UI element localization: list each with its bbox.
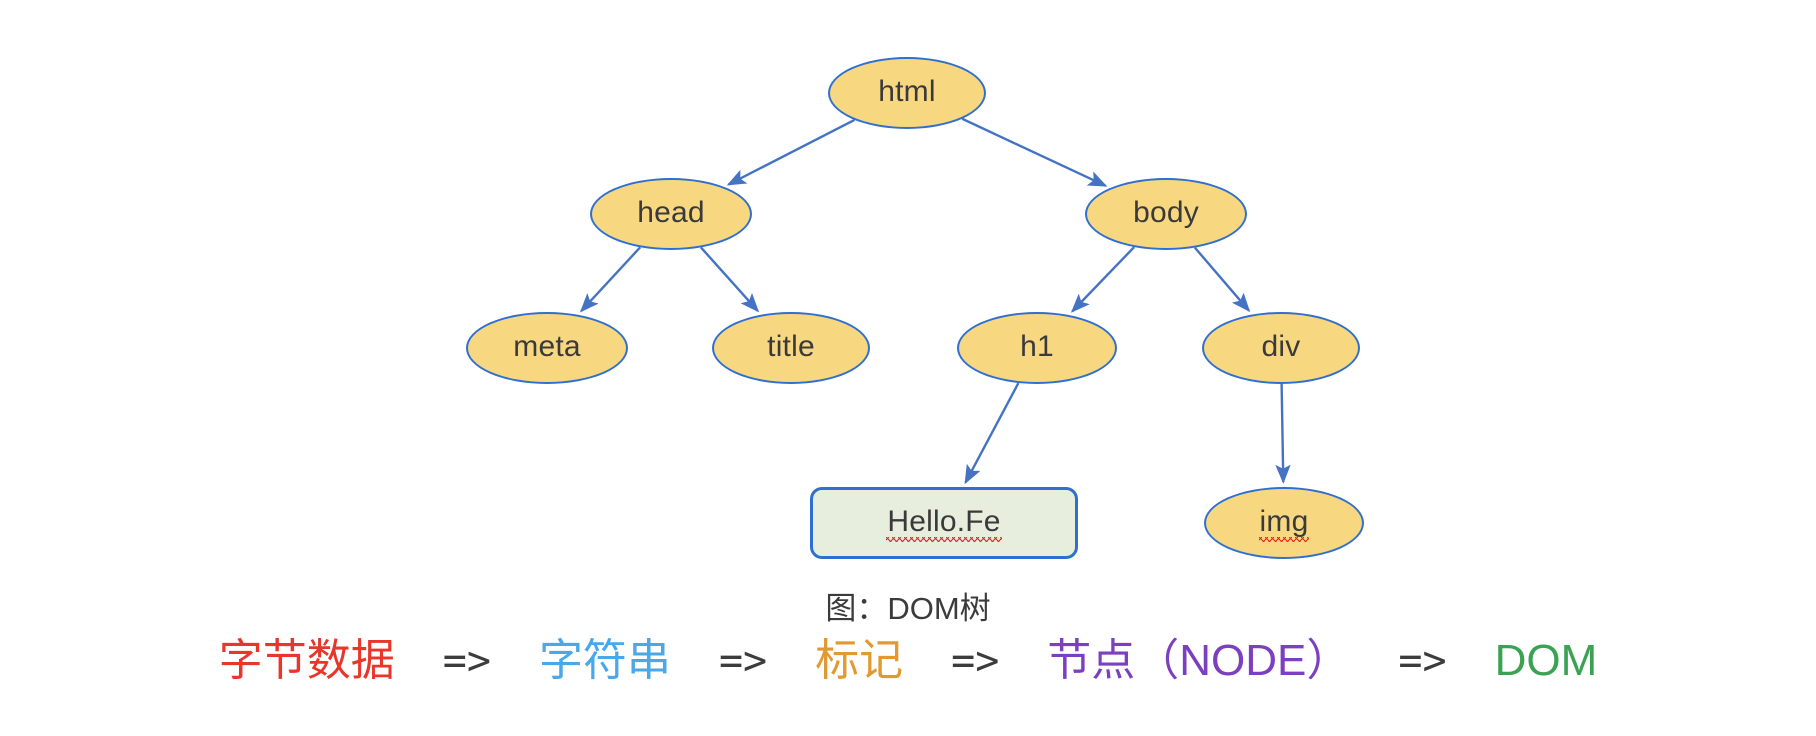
- pipeline-arrow: =>: [951, 638, 1000, 684]
- tree-node-label: html: [878, 74, 936, 108]
- tree-node-label: title: [767, 329, 815, 363]
- tree-node-div: div: [1202, 312, 1360, 384]
- tree-node-label: div: [1261, 329, 1301, 363]
- pipeline-step-2: 字符串: [538, 636, 671, 685]
- pipeline-step-4: 节点（NODE）: [1047, 636, 1351, 685]
- tree-edge-div-to-img: [1275, 383, 1291, 484]
- tree-node-label: h1: [1020, 329, 1054, 363]
- pipeline-step-3: 标记: [815, 636, 904, 685]
- tree-node-img: img: [1204, 487, 1364, 559]
- pipeline-step-1: 字节数据: [218, 636, 395, 685]
- tree-node-text: Hello.Fe: [810, 487, 1078, 559]
- pipeline-arrow: =>: [1398, 638, 1447, 684]
- tree-node-label: head: [637, 195, 705, 229]
- pipeline-arrow: =>: [718, 638, 768, 684]
- tree-edge-html-to-body: [961, 117, 1108, 187]
- tree-node-head: head: [590, 178, 752, 250]
- tree-node-h1: h1: [957, 312, 1117, 384]
- pipeline-row: 字节数据 => 字符串 => 标记 => 节点（NODE） => DOM: [0, 639, 1816, 683]
- tree-edge-body-to-h1: [1070, 246, 1136, 313]
- pipeline-arrow: =>: [442, 638, 491, 684]
- tree-node-body: body: [1085, 178, 1247, 250]
- tree-node-label: img: [1258, 504, 1310, 542]
- tree-edge-h1-to-text: [964, 382, 1020, 485]
- tree-node-html: html: [828, 57, 986, 129]
- pipeline-step-5: DOM: [1494, 636, 1598, 685]
- tree-edge-body-to-div: [1193, 246, 1251, 313]
- tree-edge-html-to-head: [726, 118, 856, 186]
- tree-node-meta: meta: [466, 312, 628, 384]
- tree-edge-head-to-title: [700, 246, 760, 313]
- figure-caption: 图：DOM树: [825, 591, 991, 626]
- tree-edge-head-to-meta: [579, 246, 642, 313]
- tree-node-title: title: [712, 312, 870, 384]
- tree-node-label: body: [1133, 195, 1199, 229]
- tree-node-label: meta: [513, 329, 581, 363]
- tree-node-label: Hello.Fe: [886, 504, 1002, 542]
